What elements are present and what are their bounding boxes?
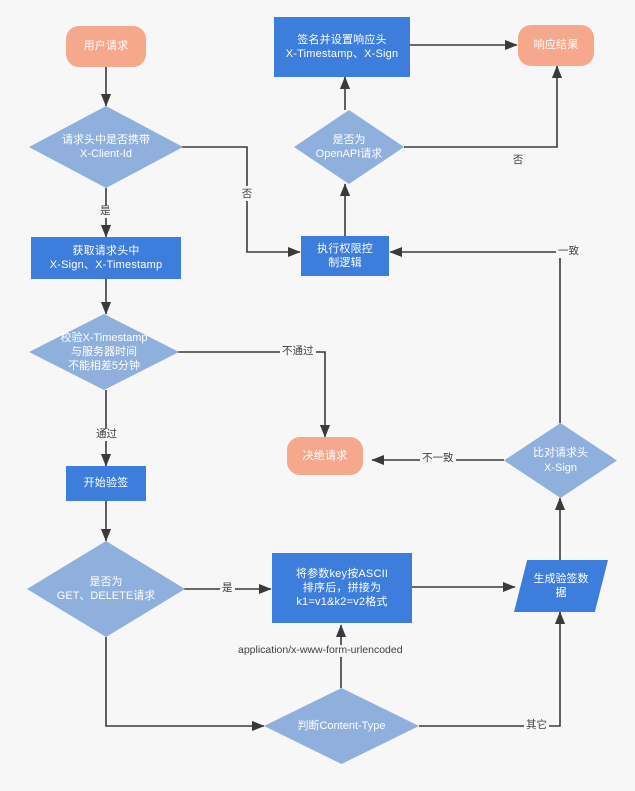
node-start-verify[interactable]: 开始验签 — [66, 466, 146, 501]
node-get-headers[interactable]: 获取请求头中 X-Sign、X-Timestamp — [31, 237, 181, 279]
node-sort-params[interactable]: 将参数key按ASCII 排序后，拼接为 k1=v1&k2=v2格式 — [272, 553, 412, 623]
edge-label-sign-mismatch: 不一致 — [420, 452, 456, 465]
edge-compare-sign-match-to-exec-permission — [389, 246, 561, 423]
node-gen-sign-data[interactable]: 生成验签数 据 — [514, 560, 608, 612]
node-response-result-label: 响应结果 — [533, 39, 579, 52]
node-sign-and-set-headers[interactable]: 签名并设置响应头 X-Timestamp、X-Sign — [274, 17, 410, 77]
node-judge-content-type-label: 判断Content-Type — [297, 719, 386, 732]
node-has-client-id-label: 请求头中是否携带 X-Client-Id — [62, 133, 150, 160]
node-has-client-id[interactable]: 请求头中是否携带 X-Client-Id — [29, 106, 183, 188]
node-check-timestamp-label: 校验X-Timestamp 与服务器时间 不能相差5分钟 — [60, 331, 148, 373]
edge-label-content-type-other: 其它 — [524, 719, 549, 732]
edge-has-client-id-no-to-exec-permission — [172, 146, 301, 258]
node-response-result[interactable]: 响应结果 — [518, 25, 594, 66]
node-user-request-label: 用户请求 — [83, 40, 129, 53]
edge-check-timestamp-fail-to-reject — [177, 351, 331, 438]
edge-is-openapi-no-to-response-result — [404, 65, 563, 148]
edge-label-client-id-no: 否 — [240, 186, 253, 201]
edge-label-sign-match: 一致 — [556, 245, 581, 258]
node-is-openapi-label: 是否为 OpenAPI请求 — [315, 133, 383, 160]
edge-label-get-delete-yes: 是 — [220, 582, 235, 595]
node-compare-sign-label: 比对请求头 X-Sign — [533, 447, 588, 474]
edge-label-timestamp-pass: 通过 — [94, 428, 119, 441]
node-reject-request[interactable]: 决绝请求 — [287, 437, 363, 475]
node-is-openapi[interactable]: 是否为 OpenAPI请求 — [294, 110, 404, 184]
node-sort-params-label: 将参数key按ASCII 排序后，拼接为 k1=v1&k2=v2格式 — [295, 567, 389, 609]
node-check-timestamp[interactable]: 校验X-Timestamp 与服务器时间 不能相差5分钟 — [29, 314, 179, 390]
node-get-headers-label: 获取请求头中 X-Sign、X-Timestamp — [49, 244, 163, 271]
edge-judge-content-type-other-to-gen-sign-data — [419, 611, 566, 727]
edge-label-client-id-yes: 是 — [98, 205, 113, 218]
node-gen-sign-data-label: 生成验签数 据 — [533, 572, 589, 599]
edge-label-timestamp-fail: 不通过 — [280, 345, 316, 358]
node-judge-content-type[interactable]: 判断Content-Type — [264, 688, 419, 764]
node-is-get-delete[interactable]: 是否为 GET、DELETE请求 — [27, 541, 185, 637]
node-start-verify-label: 开始验签 — [83, 477, 129, 490]
node-compare-sign[interactable]: 比对请求头 X-Sign — [504, 423, 617, 498]
parallelogram-shape — [514, 560, 608, 612]
edge-label-content-type-form: application/x-www-form-urlencoded — [236, 644, 405, 657]
node-reject-request-label: 决绝请求 — [302, 449, 348, 462]
node-user-request[interactable]: 用户请求 — [66, 26, 146, 67]
node-exec-permission-label: 执行权限控 制逻辑 — [317, 242, 373, 269]
node-sign-and-set-headers-label: 签名并设置响应头 X-Timestamp、X-Sign — [285, 33, 399, 60]
edge-label-openapi-no: 否 — [511, 152, 524, 167]
node-exec-permission[interactable]: 执行权限控 制逻辑 — [301, 236, 389, 276]
node-is-get-delete-label: 是否为 GET、DELETE请求 — [56, 575, 156, 602]
edge-is-get-delete-to-judge-content-type — [105, 637, 265, 732]
